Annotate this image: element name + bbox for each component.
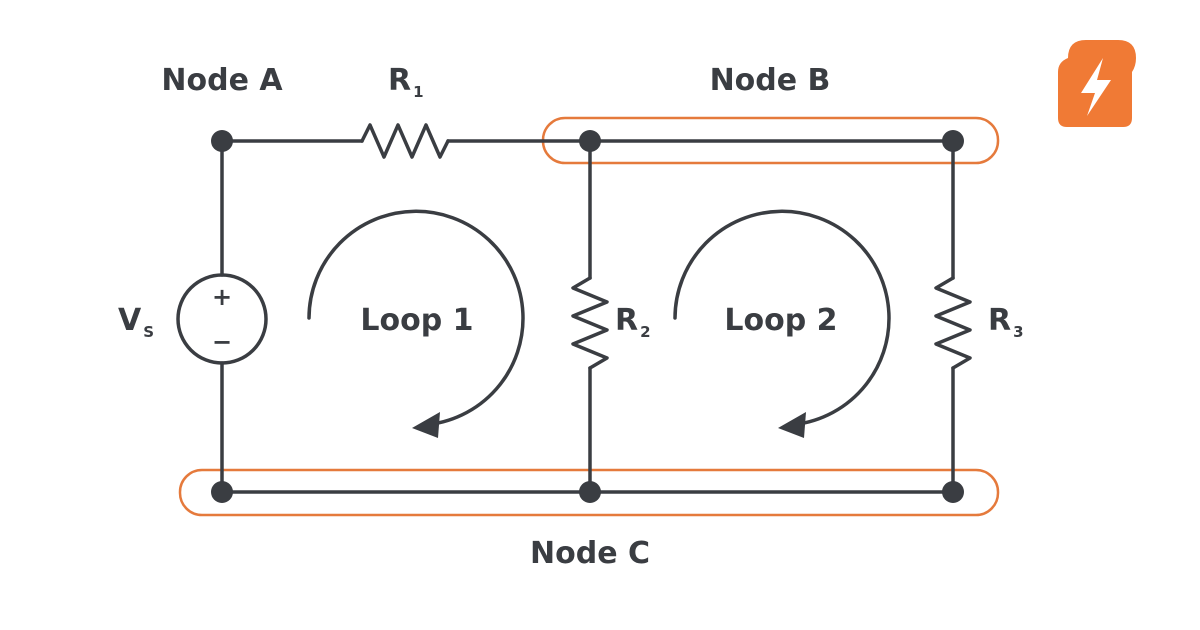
node-b-label: Node B [710,63,831,98]
r2-subscript: 2 [640,323,650,341]
r3-subscript: 3 [1013,323,1023,341]
loop-2-arrowhead [778,412,806,438]
resistor-r3 [934,276,972,370]
resistor-r2 [571,276,609,370]
vs-subscript: S [143,323,154,341]
loop-1-arrowhead [412,412,440,438]
node-dot-b-right [942,130,964,152]
node-a-label: Node A [161,63,283,98]
loop-2-arrow [673,209,891,430]
node-dot-c-left [211,481,233,503]
source-minus-sign: − [212,328,232,356]
r1-subscript: 1 [413,83,423,101]
node-dot-a [211,130,233,152]
vs-letter: V [118,303,142,338]
r3-letter: R [988,303,1011,338]
loop-2-label: Loop 2 [724,303,837,338]
node-dot-b-left [579,130,601,152]
node-dot-c-right [942,481,964,503]
loop-1-label: Loop 1 [360,303,473,338]
r1-letter: R [388,63,411,98]
loop-1-arrow [307,209,525,430]
resistor-r1 [360,123,450,159]
lightning-bolt-icon [1058,40,1136,127]
node-dot-c-mid [579,481,601,503]
source-plus-sign: + [212,283,232,311]
r2-letter: R [615,303,638,338]
node-c-label: Node C [530,536,650,571]
